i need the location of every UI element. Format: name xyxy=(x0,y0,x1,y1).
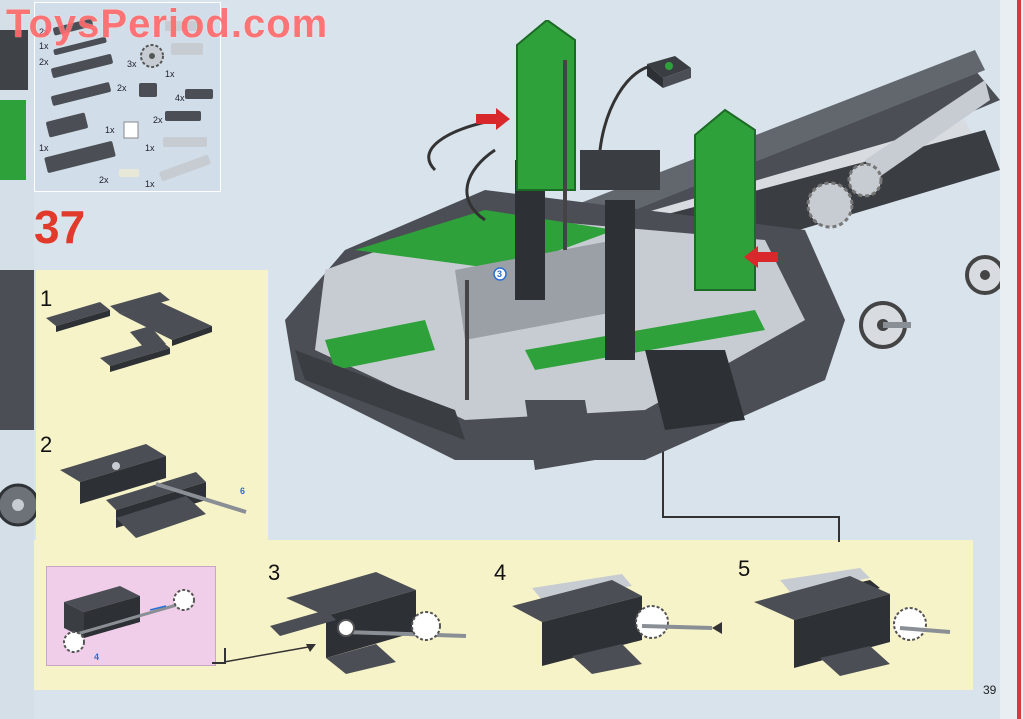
watermark: ToysPeriod.com xyxy=(6,2,329,46)
red-arrow-icon xyxy=(744,246,778,268)
substep-2-illustration xyxy=(60,444,247,538)
part-qty: 1x xyxy=(145,143,155,153)
page-number: 39 xyxy=(983,683,997,697)
part-qty: 4x xyxy=(175,93,185,103)
substep-label-4: 4 xyxy=(494,560,507,585)
part-brick xyxy=(50,81,112,107)
part-qty: 2x xyxy=(99,175,109,185)
substep-label-5: 5 xyxy=(738,556,751,581)
connector-arrow xyxy=(224,644,316,663)
part-brick xyxy=(45,112,89,138)
connector-line xyxy=(224,648,226,664)
step-number: 37 xyxy=(34,201,86,253)
subassembly-illustration xyxy=(63,586,195,653)
part-qty: 2x xyxy=(153,115,163,125)
previous-page-model xyxy=(0,30,40,527)
axle-length-callout: 3 xyxy=(497,269,503,279)
part-brick-1x1 xyxy=(139,83,157,97)
connector-line xyxy=(838,516,840,542)
part-qty: 1x xyxy=(39,143,49,153)
part-qty: 1x xyxy=(39,41,49,51)
part-qty: 2x xyxy=(39,57,49,67)
part-plate-light xyxy=(163,137,207,147)
part-brick xyxy=(44,140,116,174)
part-qty: 2x xyxy=(117,83,127,93)
gear-icon xyxy=(140,44,164,68)
axle-length-callout: 6 xyxy=(240,486,246,496)
part-plate xyxy=(165,111,201,121)
connector-line xyxy=(662,516,840,518)
substep-label-2: 2 xyxy=(40,432,53,457)
axle-length-callout: 4 xyxy=(94,652,100,662)
part-qty: 1x xyxy=(165,69,175,79)
substep-1-illustration xyxy=(46,292,212,372)
substep-label-1: 1 xyxy=(40,286,53,311)
main-model-illustration xyxy=(285,20,1000,470)
motor-icon xyxy=(647,56,691,88)
callout-circle xyxy=(493,267,507,281)
part-plate xyxy=(50,53,114,79)
part-qty: 1x xyxy=(105,125,115,135)
substep-label-3: 3 xyxy=(268,560,281,585)
part-qty: 3x xyxy=(127,59,137,69)
part-qty: 2x xyxy=(39,27,49,37)
substep-4-illustration xyxy=(512,574,722,674)
part-qty: 1x xyxy=(145,179,155,189)
connector-line xyxy=(212,662,226,664)
part-plate-light xyxy=(165,21,199,31)
gear-icon xyxy=(123,121,139,139)
substep-5-illustration xyxy=(754,568,951,676)
part-plate xyxy=(185,89,213,99)
parts-list: 2x 1x 2x 3x 1x 2x 4x 1x 2x 1x 1x 2x 1x xyxy=(34,2,221,192)
part-pin xyxy=(119,169,139,177)
connector-line xyxy=(662,398,664,516)
part-plate-light xyxy=(171,43,203,55)
red-arrow-icon xyxy=(476,108,510,130)
substep-3-illustration xyxy=(270,572,467,674)
page-edge-rule xyxy=(1017,0,1021,719)
part-axle-light xyxy=(158,154,212,182)
